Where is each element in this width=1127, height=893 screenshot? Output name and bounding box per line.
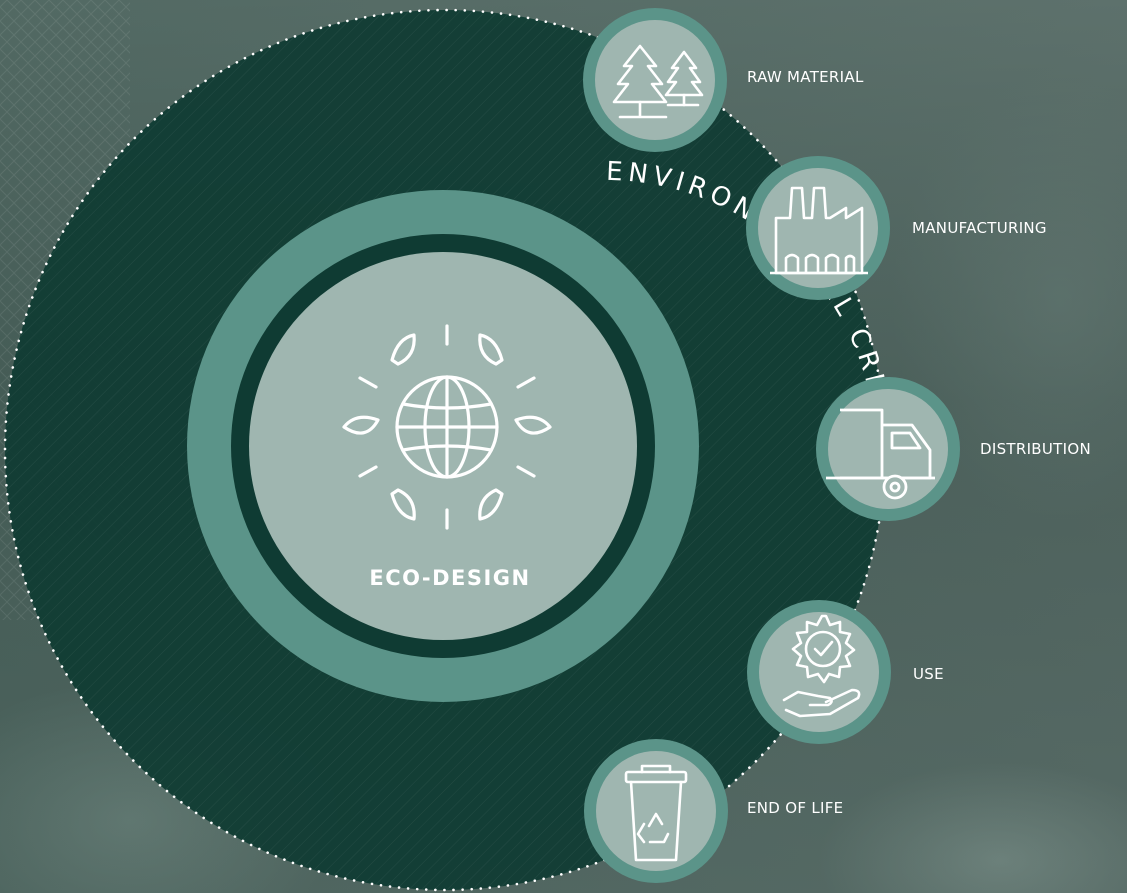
trees-icon — [612, 44, 704, 119]
stage-label-manufacturing: MANUFACTURING — [912, 219, 1047, 237]
stage-end-of-life — [584, 739, 728, 883]
stage-manufacturing — [746, 156, 890, 300]
stage-use — [747, 600, 891, 744]
gear-hand-icon — [782, 614, 861, 718]
stage-label-distribution: DISTRIBUTION — [980, 440, 1091, 458]
stage-distribution — [816, 377, 960, 521]
stage-label-raw-material: RAW MATERIAL — [747, 68, 864, 86]
factory-icon — [770, 186, 868, 275]
stage-raw-material — [583, 8, 727, 152]
stage-label-end-of-life: END OF LIFE — [747, 799, 844, 817]
recycle-bin-icon — [624, 764, 688, 862]
globe-sun-icon — [342, 324, 552, 530]
truck-icon — [826, 408, 935, 500]
center-title: ECO-DESIGN — [369, 566, 531, 590]
stage-label-use: USE — [913, 665, 944, 683]
